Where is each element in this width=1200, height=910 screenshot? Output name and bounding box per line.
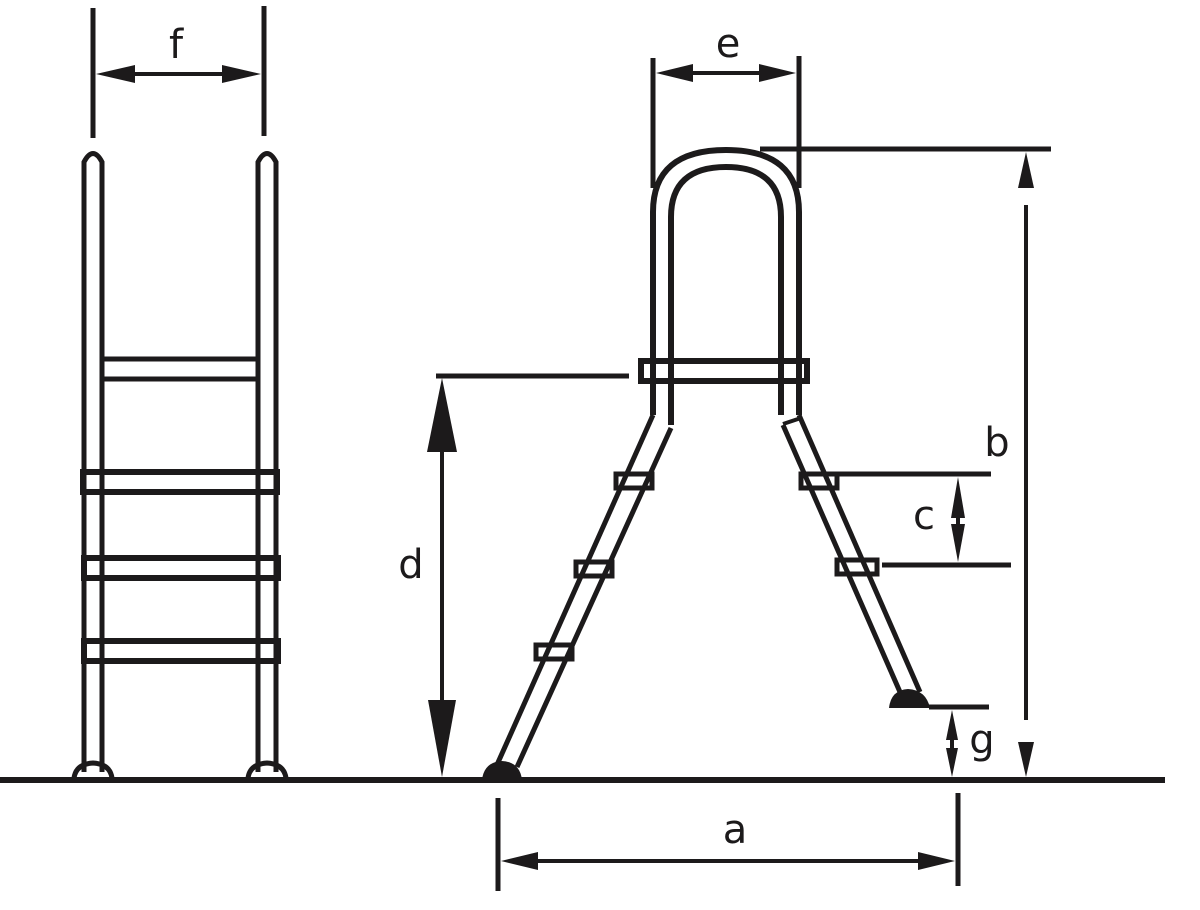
label-a: a xyxy=(723,807,748,853)
label-f: f xyxy=(169,22,184,68)
arrowhead-right-icon xyxy=(222,65,261,83)
front-left-post xyxy=(81,151,105,772)
front-top-bar xyxy=(99,356,261,382)
arrowhead-down-icon xyxy=(946,748,958,777)
arrowhead-right-icon xyxy=(918,852,955,870)
dimension-a: a xyxy=(495,793,961,891)
label-g: g xyxy=(969,717,994,763)
front-step-2 xyxy=(81,555,281,581)
dimension-e: e xyxy=(650,21,802,188)
arrowhead-left-icon xyxy=(96,65,135,83)
dimension-f: f xyxy=(90,6,267,138)
front-step-3 xyxy=(81,638,281,664)
handrail-inner xyxy=(668,163,784,425)
front-left-foot xyxy=(71,760,115,779)
side-front-leg-inner xyxy=(514,426,674,769)
front-right-post xyxy=(255,151,279,772)
arrowhead-up-icon xyxy=(427,378,457,452)
front-step-1 xyxy=(80,469,280,495)
side-top-bar xyxy=(638,358,810,384)
arrowhead-left-icon xyxy=(501,852,538,870)
arrowhead-up-icon xyxy=(946,710,958,740)
side-front-leg-outer xyxy=(493,413,656,769)
side-step-1 xyxy=(613,471,655,491)
dimension-b: b xyxy=(760,146,1051,777)
label-c: c xyxy=(913,493,935,539)
label-d: d xyxy=(398,542,423,588)
arrowhead-left-icon xyxy=(656,64,693,82)
side-step-3 xyxy=(533,642,575,662)
side-rear-leg-inner xyxy=(796,413,923,694)
arrowhead-down-icon xyxy=(428,700,456,777)
side-front-foot xyxy=(482,761,522,780)
arrowhead-down-icon xyxy=(1018,742,1034,777)
arrowhead-right-icon xyxy=(759,64,796,82)
side-step-2 xyxy=(573,559,615,579)
dimension-d: d xyxy=(398,373,629,777)
label-b: b xyxy=(984,420,1009,466)
side-view: e d xyxy=(398,21,1051,891)
arrowhead-up-icon xyxy=(951,477,965,518)
arrowhead-down-icon xyxy=(951,524,965,562)
arrowhead-up-icon xyxy=(1018,152,1034,188)
rear-leg-joint xyxy=(782,416,802,426)
side-rear-foot xyxy=(889,689,930,708)
side-step-5 xyxy=(834,557,880,577)
front-right-foot xyxy=(245,760,289,779)
dimension-g: g xyxy=(929,704,995,777)
handrail-outer xyxy=(650,146,802,415)
front-view: f xyxy=(71,6,289,779)
label-e: e xyxy=(716,21,741,67)
side-step-4 xyxy=(798,471,840,491)
dimension-c: c xyxy=(837,471,1011,568)
